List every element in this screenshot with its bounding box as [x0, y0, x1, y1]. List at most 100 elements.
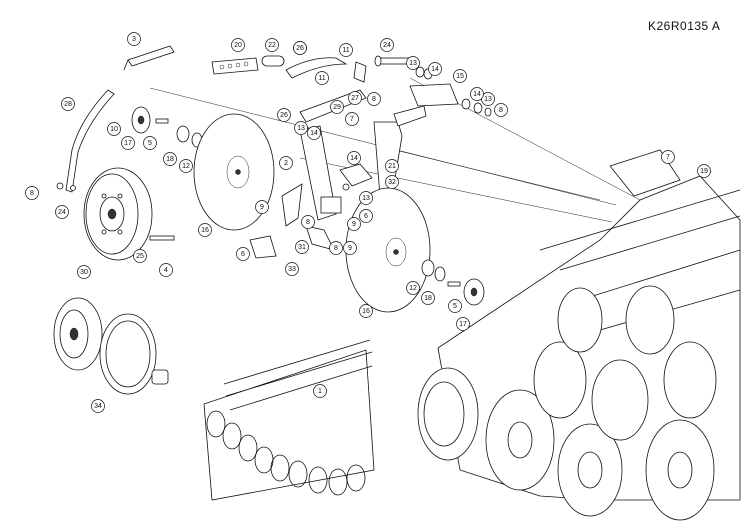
callout-number: 34 [94, 403, 102, 410]
callout-13: 13 [359, 191, 373, 205]
complete-row-units [203, 339, 375, 501]
callout-25: 25 [133, 249, 147, 263]
callout-5: 5 [143, 136, 157, 150]
callout-1: 1 [313, 384, 327, 398]
gauge-wheel-kit [53, 297, 169, 395]
callout-6: 6 [359, 209, 373, 223]
callout-16: 16 [198, 223, 212, 237]
callout-32: 32 [385, 175, 399, 189]
bracket-arm [123, 45, 175, 71]
callout-26: 26 [277, 108, 291, 122]
callout-number: 12 [182, 163, 190, 170]
callout-number: 14 [350, 155, 358, 162]
callout-number: 6 [241, 251, 245, 258]
callout-24: 24 [380, 38, 394, 52]
callout-number: 8 [306, 219, 310, 226]
callout-number: 24 [383, 42, 391, 49]
callout-number: 10 [110, 126, 118, 133]
callout-number: 17 [124, 140, 132, 147]
callout-number: 19 [700, 168, 708, 175]
callout-number: 9 [348, 245, 352, 252]
callout-number: 8 [372, 96, 376, 103]
callout-number: 8 [334, 245, 338, 252]
callout-number: 7 [666, 154, 670, 161]
callout-30: 30 [77, 265, 91, 279]
callout-33: 33 [285, 262, 299, 276]
right-hub-stack [421, 259, 485, 306]
callout-number: 26 [280, 112, 288, 119]
press-wheel [83, 167, 153, 261]
callout-12: 12 [179, 159, 193, 173]
callout-number: 11 [342, 47, 349, 54]
callout-number: 13 [297, 125, 305, 132]
callout-number: 30 [80, 269, 88, 276]
callout-number: 17 [459, 321, 467, 328]
callout-number: 1 [318, 388, 322, 395]
callout-number: 20 [234, 42, 242, 49]
callout-number: 12 [409, 285, 417, 292]
pivot-axle [374, 55, 492, 127]
callout-number: 14 [310, 130, 318, 137]
callout-number: 18 [166, 156, 174, 163]
callout-34: 34 [91, 399, 105, 413]
callout-16: 16 [359, 304, 373, 318]
callout-number: 5 [453, 303, 457, 310]
callout-number: 18 [424, 295, 432, 302]
left-hub-stack [70, 106, 203, 241]
callout-6: 6 [236, 247, 250, 261]
callout-number: 26 [296, 45, 304, 52]
callout-labels: 1234556677888889991011111212131313131414… [25, 32, 711, 413]
drawing-code: K26R0135 A [648, 19, 721, 33]
callout-number: 31 [298, 244, 306, 251]
callout-13: 13 [406, 56, 420, 70]
callout-11: 11 [315, 71, 329, 85]
callout-number: 14 [431, 66, 439, 73]
callout-24: 24 [55, 205, 69, 219]
callout-number: 8 [499, 107, 503, 114]
callout-10: 10 [107, 122, 121, 136]
callout-14: 14 [307, 126, 321, 140]
callout-17: 17 [121, 136, 135, 150]
callout-13: 13 [294, 121, 308, 135]
callout-number: 7 [350, 116, 354, 123]
callout-11: 11 [339, 43, 353, 57]
callout-9: 9 [347, 217, 361, 231]
callout-8: 8 [25, 186, 39, 200]
callout-number: 5 [148, 140, 152, 147]
callout-14: 14 [428, 62, 442, 76]
callout-18: 18 [421, 291, 435, 305]
callout-7: 7 [661, 150, 675, 164]
callout-number: 24 [58, 209, 66, 216]
callout-14: 14 [470, 87, 484, 101]
callout-31: 31 [295, 240, 309, 254]
callout-number: 21 [388, 163, 396, 170]
callout-29: 29 [330, 100, 344, 114]
callout-number: 13 [484, 96, 492, 103]
callout-number: 4 [164, 267, 168, 274]
callout-number: 13 [362, 195, 370, 202]
callout-number: 15 [456, 73, 464, 80]
callout-number: 9 [260, 204, 264, 211]
callout-number: 29 [333, 104, 341, 111]
callout-number: 32 [388, 179, 396, 186]
callout-number: 28 [64, 101, 72, 108]
callout-5: 5 [448, 299, 462, 313]
callout-8: 8 [329, 241, 343, 255]
assembled-planter-section [417, 149, 741, 521]
callout-number: 13 [409, 60, 417, 67]
scraper-arm [56, 89, 115, 193]
callout-28: 28 [61, 97, 75, 111]
callout-number: 27 [351, 95, 359, 102]
callout-18: 18 [163, 152, 177, 166]
callout-4: 4 [159, 263, 173, 277]
callout-number: 16 [362, 308, 370, 315]
callout-8: 8 [494, 103, 508, 117]
scraper-plates [249, 183, 303, 259]
callout-27: 27 [348, 91, 362, 105]
callout-12: 12 [406, 281, 420, 295]
depth-adjust-plate [211, 55, 285, 75]
callout-number: 8 [30, 190, 34, 197]
callout-14: 14 [347, 151, 361, 165]
callout-17: 17 [456, 317, 470, 331]
